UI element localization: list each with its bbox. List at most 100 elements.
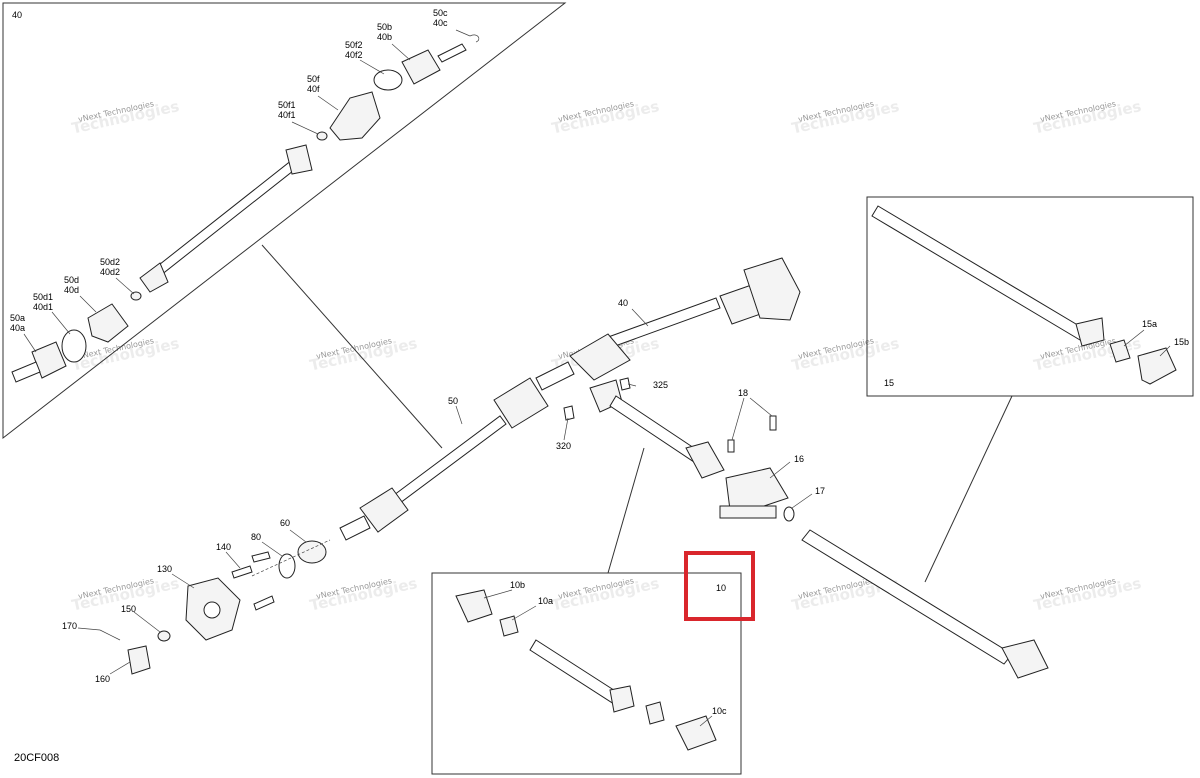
svg-text:40f: 40f xyxy=(307,84,320,94)
ring-80 xyxy=(278,553,296,579)
spline-lower xyxy=(11,361,41,383)
clamp-ring-lower xyxy=(61,329,87,363)
svg-text:40d1: 40d1 xyxy=(33,302,53,312)
callout-325[interactable]: 325 xyxy=(653,380,668,390)
outer-tripod xyxy=(285,144,313,175)
clamp-small-lower xyxy=(130,291,142,301)
hub-components xyxy=(99,539,331,675)
nut-160 xyxy=(127,645,151,675)
svg-text:50c: 50c xyxy=(433,8,448,18)
svg-text:50f1: 50f1 xyxy=(278,100,296,110)
boot-upper xyxy=(329,91,381,141)
callout-50d1-40d1[interactable]: 50d1 40d1 xyxy=(33,292,53,312)
main-leaders xyxy=(77,308,1171,727)
callout-160[interactable]: 160 xyxy=(95,674,110,684)
bolt-140-a xyxy=(231,565,253,579)
callout-50d2-40d2[interactable]: 50d2 40d2 xyxy=(100,257,120,277)
yoke-rear xyxy=(1001,639,1049,679)
callout-17[interactable]: 17 xyxy=(815,486,825,496)
callout-170[interactable]: 170 xyxy=(62,621,77,631)
svg-text:50f2: 50f2 xyxy=(345,40,363,50)
detail-frame-10-label: 10 xyxy=(716,583,726,593)
bolt-320 xyxy=(563,405,575,421)
rear-shaft-15-yoke xyxy=(1075,317,1105,347)
callout-50d-40d[interactable]: 50d 40d xyxy=(64,275,79,295)
callout-320[interactable]: 320 xyxy=(556,441,571,451)
svg-text:50b: 50b xyxy=(377,22,392,32)
callout-80[interactable]: 80 xyxy=(251,532,261,542)
callout-50c-40c[interactable]: 50c 40c xyxy=(433,8,448,28)
bolt-140-b xyxy=(251,551,271,563)
detail-frame-15-label: 15 xyxy=(884,378,894,388)
connector-line-15 xyxy=(924,395,1013,583)
svg-text:50f: 50f xyxy=(307,74,320,84)
callout-140[interactable]: 140 xyxy=(216,542,231,552)
main-callouts: 40 50 325 320 18 16 17 60 80 140 130 150… xyxy=(62,298,1189,716)
detail-frame-40-border xyxy=(2,2,567,440)
callout-50b-40b[interactable]: 50b 40b xyxy=(377,22,392,42)
callout-50f2-40f2[interactable]: 50f2 40f2 xyxy=(345,40,363,60)
exploded-shaft-40 xyxy=(11,34,480,383)
callout-10c[interactable]: 10c xyxy=(712,706,727,716)
inner-tripod xyxy=(139,262,169,293)
yoke-10c xyxy=(675,715,717,751)
callout-130[interactable]: 130 xyxy=(157,564,172,574)
callout-40[interactable]: 40 xyxy=(618,298,628,308)
svg-text:40b: 40b xyxy=(377,32,392,42)
detail-frame-15-border xyxy=(866,196,1194,397)
callout-10a[interactable]: 10a xyxy=(538,596,553,606)
propeller-shaft-assembly xyxy=(563,377,1049,679)
prop-shaft-rear-bar xyxy=(801,529,1013,665)
callout-15a[interactable]: 15a xyxy=(1142,319,1157,329)
svg-text:40f1: 40f1 xyxy=(278,110,296,120)
callout-50f-40f[interactable]: 50f 40f xyxy=(307,74,320,94)
carrier-bearing-16 xyxy=(725,467,789,513)
svg-text:50a: 50a xyxy=(10,313,25,323)
detail-frame-10-border xyxy=(431,572,742,775)
bolt-140-c xyxy=(253,595,275,611)
highlight-box xyxy=(684,551,755,621)
u-joint-front xyxy=(685,441,725,479)
ring-17 xyxy=(783,506,795,522)
cv-housing-upper xyxy=(401,49,441,85)
callout-10b[interactable]: 10b xyxy=(510,580,525,590)
callout-16[interactable]: 16 xyxy=(794,454,804,464)
clamp-ring-upper xyxy=(373,69,403,91)
callout-50a-40a[interactable]: 50a 40a xyxy=(10,313,25,333)
diagram-code: 20CF008 xyxy=(14,752,59,764)
coupling-middle xyxy=(535,361,575,391)
bolt-18-b xyxy=(769,415,777,431)
wheel-hub-front xyxy=(743,257,801,321)
svg-text:40a: 40a xyxy=(10,323,25,333)
callout-18[interactable]: 18 xyxy=(738,388,748,398)
detail-frame-40: 40 50c 40c xyxy=(2,2,567,440)
callout-50[interactable]: 50 xyxy=(448,396,458,406)
callout-15b[interactable]: 15b xyxy=(1174,337,1189,347)
u-joint-10a xyxy=(499,615,519,637)
carrier-bearing-bracket xyxy=(719,505,777,519)
u-joint-10c-cross xyxy=(645,701,665,725)
svg-text:50d1: 50d1 xyxy=(33,292,53,302)
cv-boot-upper xyxy=(569,333,631,381)
svg-text:40c: 40c xyxy=(433,18,448,28)
front-drive-shaft-assembly xyxy=(339,257,801,541)
yoke-10b xyxy=(455,589,493,623)
svg-text:40d: 40d xyxy=(64,285,79,295)
hub-130-center xyxy=(203,601,221,619)
connector-line-10 xyxy=(607,447,645,574)
spline-upper xyxy=(437,43,467,63)
callout-50f1-40f1[interactable]: 50f1 40f1 xyxy=(278,100,296,120)
svg-text:40f2: 40f2 xyxy=(345,50,363,60)
detail-frame-40-label: 40 xyxy=(12,10,22,20)
pin-170 xyxy=(99,629,121,641)
svg-text:40d2: 40d2 xyxy=(100,267,120,277)
yoke-15b xyxy=(1137,347,1177,385)
boot-lower xyxy=(87,303,129,343)
callout-60[interactable]: 60 xyxy=(280,518,290,528)
svg-text:50d2: 50d2 xyxy=(100,257,120,267)
callout-150[interactable]: 150 xyxy=(121,604,136,614)
cv-boot-middle xyxy=(493,377,549,429)
connector-line-40 xyxy=(261,244,443,449)
bearing-60 xyxy=(297,540,327,564)
